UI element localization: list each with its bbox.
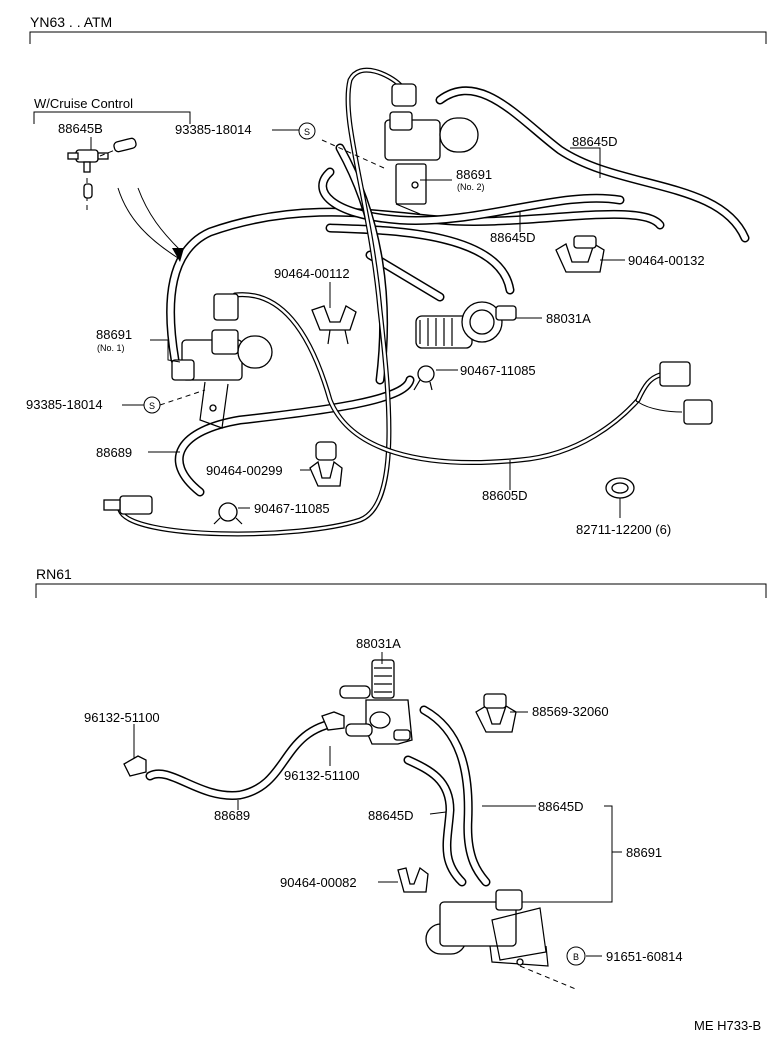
bolt-symbol-s-mid: S [143,396,161,414]
label-90467-a: 90467-11085 [460,363,536,378]
clamp-90467-11085-b [213,502,243,525]
bolt-line-mid [159,389,206,406]
top-section-title: YN63 . . ATM [30,14,112,30]
label-88645D-bottom-b: 88645D [538,799,584,814]
label-90464-00132: 90464-00132 [628,253,705,268]
pointer-arrow-icon [117,187,184,262]
tee-fitting-88645B [67,137,137,212]
bottom-leaders [133,652,622,957]
label-90464-00082: 90464-00082 [280,875,357,890]
label-88689-top: 88689 [96,445,132,460]
label-88691-bottom: 88691 [626,845,662,860]
label-88645D-b: 88645D [490,230,536,245]
label-no1: (No. 1) [97,343,125,353]
label-88691-no1: 88691 [96,327,132,342]
label-96132-b: 96132-51100 [284,768,360,783]
clamp-90467-11085-a [413,365,435,391]
label-90467-b: 90467-11085 [254,501,330,516]
top-section-bracket [29,31,767,44]
clip-88569-32060 [475,693,517,733]
clip-96132-51100-b [321,711,345,731]
hose-clip-90464-00132 [555,235,605,273]
diagram-reference-code: ME H733-B [694,1018,761,1033]
clip-90464-00082 [397,866,429,893]
label-91651-60814: 91651-60814 [606,949,683,964]
label-no2: (No. 2) [457,182,485,192]
clamp-82711-12200 [605,477,635,499]
bottom-section-title: RN61 [36,566,72,582]
clip-96132-51100-a [123,755,147,777]
s-symbol-label: S [149,401,155,411]
cruise-control-bracket [33,111,191,124]
tee-body-icon [75,149,99,163]
bottom-labels: 88031A 96132-51100 88569-32060 96132-511… [84,636,683,964]
check-valve-88031A-bottom [339,659,413,745]
top-labels: 88645B 93385-18014 88691 (No. 2) 88645D … [26,121,705,537]
vsv-no1-icon [171,293,273,429]
cruise-control-subtitle: W/Cruise Control [34,96,133,111]
label-88605D: 88605D [482,488,528,503]
hose-clip-90464-00299 [309,441,343,487]
label-93385-mid: 93385-18014 [26,397,103,412]
top-wires [117,67,683,537]
b-symbol-label: B [573,952,579,962]
label-88645D-a: 88645D [572,134,618,149]
label-82711: 82711-12200 (6) [576,522,671,537]
vsv-no2-icon [384,83,479,215]
label-93385-top: 93385-18014 [175,122,252,137]
label-88031A-bottom: 88031A [356,636,401,651]
s-symbol-label: S [304,127,310,137]
bottom-hoses [145,705,491,887]
check-valve-88031A-top [415,301,517,349]
bottom-section: RN61 [35,566,767,598]
hose-clip-90464-00112 [311,305,357,345]
vsv-bottom-icon [425,889,579,991]
label-90464-00299: 90464-00299 [206,463,283,478]
top-leaders [90,129,625,518]
label-88689-bottom: 88689 [214,808,250,823]
label-88645B: 88645B [58,121,103,136]
label-88031A-top: 88031A [546,311,591,326]
label-96132-a: 96132-51100 [84,710,160,725]
bolt-symbol-s-top: S [298,122,316,140]
label-90464-00112: 90464-00112 [274,266,350,281]
bolt-symbol-b: B [566,946,586,966]
label-88569-32060: 88569-32060 [532,704,609,719]
bottom-section-bracket [35,583,767,598]
bolt-line-top [321,139,385,169]
label-88691-no2: 88691 [456,167,492,182]
top-section: YN63 . . ATM W/Cruise Control [29,14,767,124]
label-88645D-bottom-a: 88645D [368,808,414,823]
connector-top-icon [103,361,713,515]
